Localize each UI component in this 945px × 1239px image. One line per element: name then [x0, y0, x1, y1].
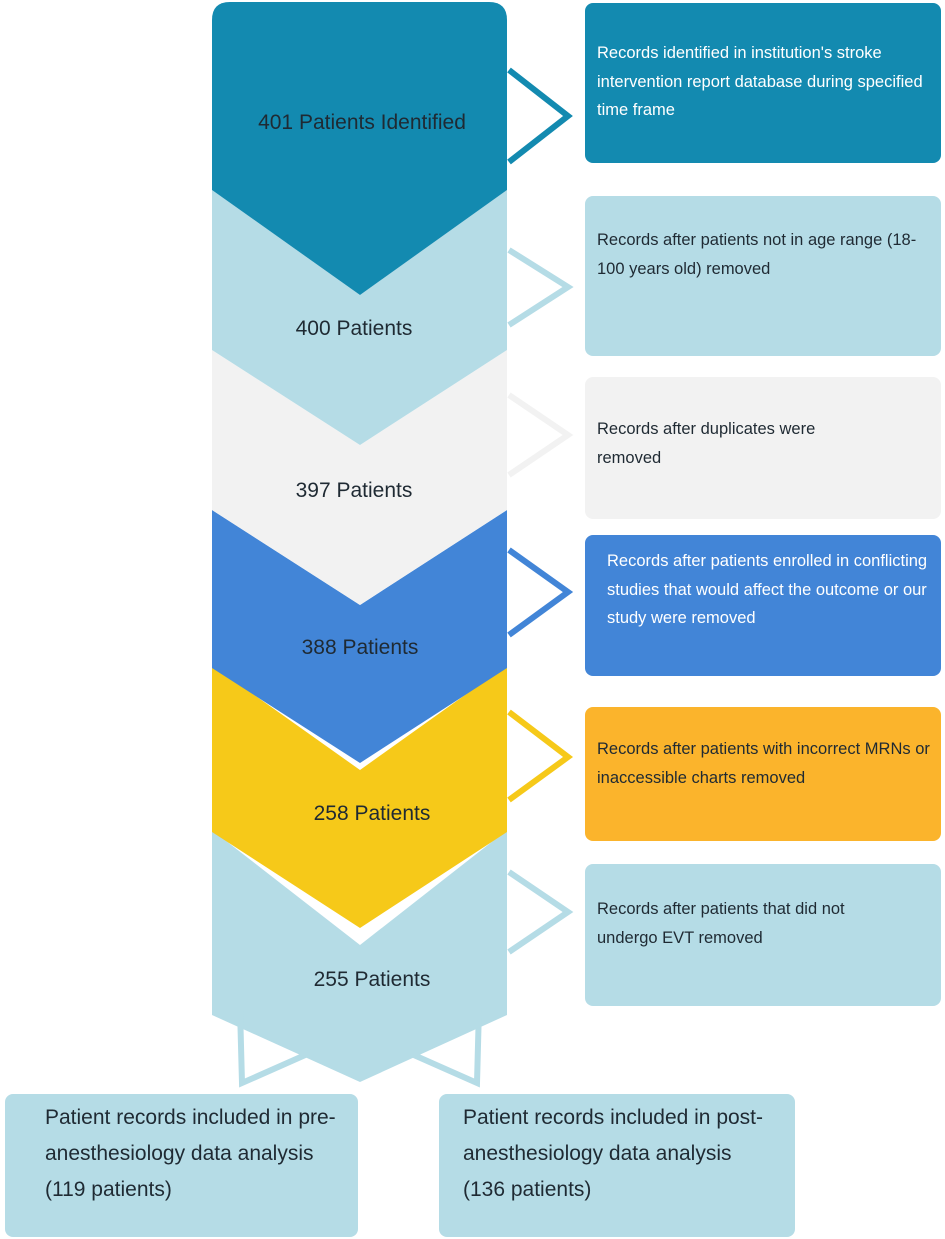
stage-4-note: Records after patients enrolled in confl… [585, 535, 941, 676]
outcome-pre-anesthesiology-text: Patient records included in pre-anesthes… [45, 1106, 336, 1201]
stage-1-label: 401 Patients Identified [258, 111, 466, 134]
stage-1-connector-arrow [507, 67, 573, 165]
stage-3-shape [212, 350, 507, 605]
stage-6-label: 255 Patients [314, 968, 431, 991]
outcome-post-anesthesiology: Patient records included in post-anesthe… [439, 1094, 795, 1237]
stage-3-connector-arrow [507, 392, 574, 478]
stage-5-connector-arrow [507, 709, 574, 803]
outcome-post-anesthesiology-text: Patient records included in post-anesthe… [463, 1106, 763, 1201]
outcome-pre-anesthesiology: Patient records included in pre-anesthes… [5, 1094, 358, 1237]
stage-5-note: Records after patients with incorrect MR… [585, 707, 941, 841]
stage-2-shape [212, 190, 507, 445]
stage-2-label: 400 Patients [296, 317, 413, 340]
stage-5-note-text: Records after patients with incorrect MR… [597, 740, 930, 787]
stage-4-connector-arrow [507, 547, 574, 638]
stage-2-connector-arrow [507, 247, 574, 328]
branch-arrow-right [405, 1007, 482, 1088]
stage-4-note-text: Records after patients enrolled in confl… [607, 552, 928, 627]
stage-3-note-text: Records after duplicates were removed [597, 420, 816, 467]
stage-1-shape [212, 2, 507, 295]
stage-5-shape [212, 665, 507, 928]
stage-4-label: 388 Patients [302, 636, 419, 659]
stage-3-label: 397 Patients [296, 479, 413, 502]
stage-6-connector-arrow [507, 869, 574, 955]
stage-1-note-text: Records identified in institution's stro… [597, 44, 923, 119]
stage-2-note-text: Records after patients not in age range … [597, 231, 917, 278]
stage-5-label: 258 Patients [314, 802, 431, 825]
stage-2-note: Records after patients not in age range … [585, 196, 941, 356]
stage-6-note: Records after patients that did not unde… [585, 864, 941, 1006]
stage-4-shape [212, 510, 507, 763]
branch-arrow-left [237, 1007, 314, 1088]
stage-6-shape [212, 830, 507, 1082]
stage-1-note: Records identified in institution's stro… [585, 3, 941, 163]
stage-6-note-text: Records after patients that did not unde… [597, 900, 845, 947]
stage-3-note: Records after duplicates were removed [585, 377, 941, 519]
